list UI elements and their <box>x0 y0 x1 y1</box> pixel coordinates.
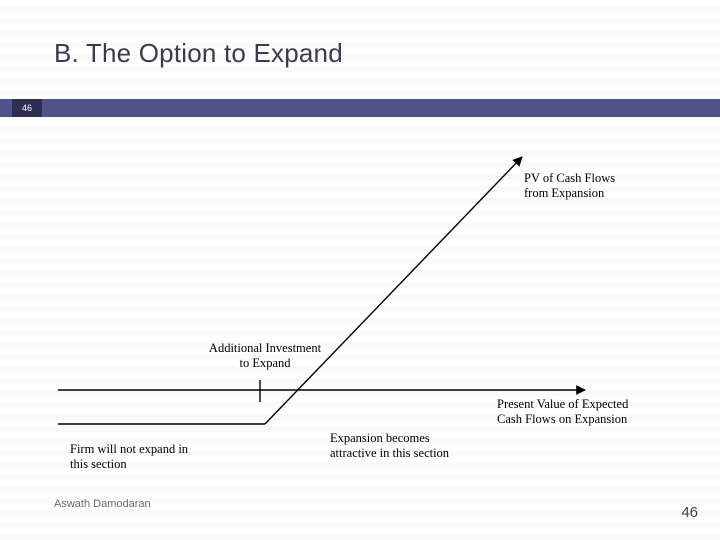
label-present-value-expected-cash-flows: Present Value of Expected Cash Flows on … <box>497 397 628 427</box>
label-firm-will-not-expand: Firm will not expand in this section <box>70 442 188 472</box>
rising-payoff-line <box>264 156 523 425</box>
footer-author: Aswath Damodaran <box>54 498 151 510</box>
label-expansion-becomes-attractive-text: Expansion becomes attractive in this sec… <box>330 431 450 460</box>
payoff-diagram-svg <box>58 156 586 425</box>
label-firm-will-not-expand-text: Firm will not expand in this section <box>70 442 189 471</box>
label-pv-cash-flows-from-expansion-text: PV of Cash Flows from Expansion <box>524 171 616 200</box>
title-divider-bar <box>0 99 720 117</box>
footer-page-number: 46 <box>681 504 698 521</box>
payoff-diagram: PV of Cash Flows from Expansion Addition… <box>0 117 720 497</box>
slide-number-badge: 46 <box>12 99 42 117</box>
label-expansion-becomes-attractive: Expansion becomes attractive in this sec… <box>330 431 449 461</box>
page-title: B. The Option to Expand <box>54 38 343 68</box>
label-additional-investment-to-expand: Additional Investment to Expand <box>190 341 340 371</box>
label-additional-investment-to-expand-text: Additional Investment to Expand <box>208 341 322 370</box>
label-present-value-expected-cash-flows-text: Present Value of Expected Cash Flows on … <box>497 397 629 426</box>
label-pv-cash-flows-from-expansion: PV of Cash Flows from Expansion <box>524 171 615 201</box>
